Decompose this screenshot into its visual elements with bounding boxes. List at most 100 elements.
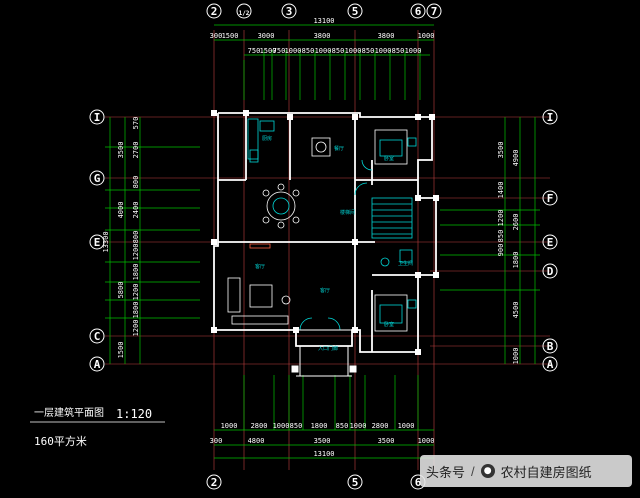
bottom-dim-2: 3500: [378, 437, 395, 445]
left-dim: 570: [132, 117, 140, 130]
right-dim: 900: [497, 244, 505, 257]
bottom-dim: 1000: [273, 422, 290, 430]
left-dim: 1200: [132, 284, 140, 301]
top-dim-2: 1000: [315, 47, 332, 55]
top-dim: 3000: [258, 32, 275, 40]
bottom-dim: 2800: [251, 422, 268, 430]
axis-right-B: B: [547, 340, 554, 353]
room-label-stair: 楼梯间: [340, 209, 355, 216]
bottom-dim: 850: [336, 422, 349, 430]
top-dim-2: 850: [332, 47, 345, 55]
room-label-entrance: 入口门廊: [318, 345, 338, 352]
axis-top-5: 5: [352, 5, 359, 18]
axis-right-A: A: [547, 358, 554, 371]
bottom-dimensions: 1000 2800 1000 850 1800 850 1000 2800 10…: [210, 422, 435, 458]
left-dim: 1200: [132, 320, 140, 337]
axis-right-F: F: [547, 192, 554, 205]
top-dim-2: 850: [362, 47, 375, 55]
bottom-dim: 2800: [372, 422, 389, 430]
left-dim: 2700: [132, 142, 140, 159]
watermark-separator: /: [471, 463, 475, 479]
entrance-porch: [291, 329, 357, 377]
left-dim: 800: [132, 231, 140, 244]
top-dim: 1000: [418, 32, 435, 40]
structural-columns: [211, 110, 439, 355]
right-dim: 4500: [512, 302, 520, 319]
left-dim: 1500: [117, 342, 125, 359]
top-dim: 1500: [222, 32, 239, 40]
top-dim-2: 750: [248, 47, 261, 55]
axis-bottom-5: 5: [352, 476, 359, 489]
axis-bubble-labels: 2 1/2 3 5 6 7 2 5 6 I G E C A I F E D B …: [94, 5, 554, 489]
axis-left-G: G: [94, 172, 101, 185]
left-dim: 4000: [117, 202, 125, 219]
bottom-dim-2: 4800: [248, 437, 265, 445]
axis-bottom-6: 6: [415, 476, 422, 489]
top-dim-2: 1000: [375, 47, 392, 55]
bottom-dim: 1000: [221, 422, 238, 430]
drawing-scale: 1:120: [116, 407, 152, 421]
room-label-dining: 餐厅: [334, 145, 344, 152]
axis-bottom-2: 2: [211, 476, 218, 489]
room-label-living: 客厅: [320, 287, 330, 294]
right-dim: 1800: [512, 252, 520, 269]
bottom-dim: 1000: [350, 422, 367, 430]
axis-top-1-2: 1/2: [239, 10, 250, 17]
axis-left-A: A: [94, 358, 101, 371]
bottom-dim: 1800: [311, 422, 328, 430]
top-dim: 3800: [314, 32, 331, 40]
left-dim: 1800: [132, 264, 140, 281]
watermark-source: 头条号: [426, 464, 466, 480]
axis-top-2: 2: [211, 5, 218, 18]
right-dim: 1000: [512, 348, 520, 365]
room-label-bedroom-top: 卧室: [384, 155, 394, 162]
top-dim-2: 750: [273, 47, 286, 55]
right-dim: 3500: [497, 142, 505, 159]
left-dim: 800: [132, 176, 140, 189]
bottom-dim: 1000: [398, 422, 415, 430]
top-dim-2: 850: [302, 47, 315, 55]
title-block: 一层建筑平面图 1:120 160平方米: [30, 406, 165, 448]
left-overall-dim: 13300: [102, 231, 110, 252]
floor-area: 160平方米: [34, 434, 87, 448]
room-labels: 厨房 餐厅 卧室 客厅 客厅 卧室 入口门廊 卫生间 楼梯间: [255, 135, 413, 352]
top-dim-2: 1000: [405, 47, 422, 55]
dimension-lines: [105, 24, 540, 459]
watermark-banner: 头条号 / ● 农村自建房图纸: [420, 455, 632, 487]
room-label-kitchen: 厨房: [262, 135, 272, 142]
bottom-overall-dim: 13100: [313, 450, 334, 458]
top-dim-2: 1000: [285, 47, 302, 55]
right-dim: 1200: [497, 210, 505, 227]
axis-left-C: C: [94, 330, 101, 343]
room-label-living-tv: 客厅: [255, 263, 265, 270]
furniture: [227, 118, 417, 332]
left-dim: 1800: [132, 302, 140, 319]
bottom-dim: 850: [290, 422, 303, 430]
axis-top-6: 6: [415, 5, 422, 18]
top-overall-dim: 13100: [313, 17, 334, 25]
axis-top-7: 7: [431, 5, 438, 18]
right-dim: 850: [497, 230, 505, 243]
right-dim: 4900: [512, 150, 520, 167]
top-dim-2: 1500: [260, 47, 277, 55]
room-label-bedroom-bottom: 卧室: [384, 321, 394, 328]
left-dim: 5800: [117, 282, 125, 299]
axis-left-E: E: [94, 236, 101, 249]
bottom-dim-2: 300: [210, 437, 223, 445]
top-dim: 3800: [378, 32, 395, 40]
right-dim: 2600: [512, 214, 520, 231]
top-dim: 300: [210, 32, 223, 40]
axis-lines: [105, 30, 550, 470]
building-walls: [213, 112, 437, 353]
top-dim-2: 850: [392, 47, 405, 55]
axis-left-I: I: [94, 111, 101, 124]
right-dim: 1400: [497, 182, 505, 199]
axis-top-3: 3: [286, 5, 293, 18]
left-dimensions: 13300 570 3500 2700 800 4000 2400 800 58…: [102, 117, 140, 359]
axis-right-D: D: [547, 265, 554, 278]
axis-right-E: E: [547, 236, 554, 249]
axis-right-I: I: [547, 111, 554, 124]
wechat-icon: ●: [480, 464, 495, 478]
